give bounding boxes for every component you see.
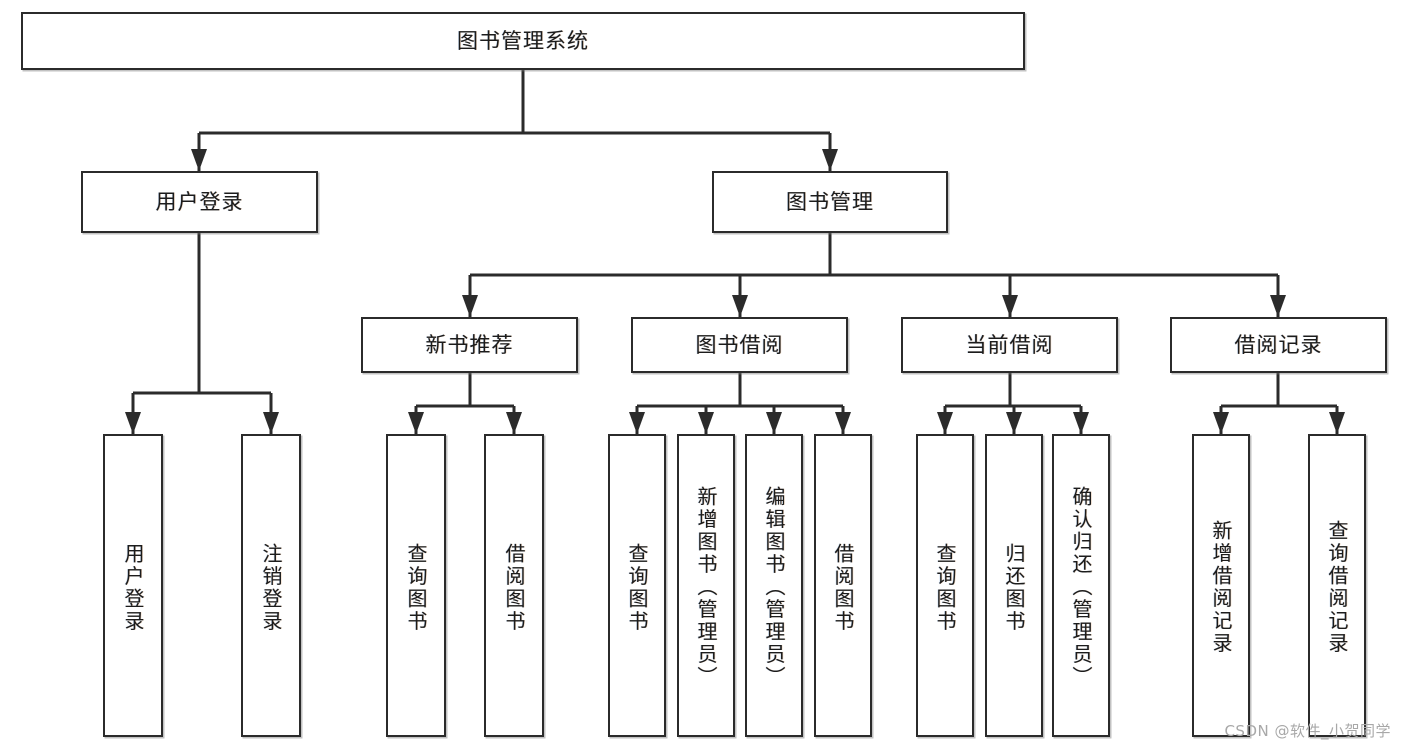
node-box-book-borrow: 图书借阅 <box>631 317 848 373</box>
arrowhead-bookmgmt-to-level2-2 <box>1002 295 1018 317</box>
node-label-root: 图书管理系统 <box>457 28 589 53</box>
watermark-text: CSDN @软件_小贺同学 <box>1224 722 1391 740</box>
arrowhead-borrow-to-leaves-3 <box>835 412 851 434</box>
node-box-borrow-record: 借阅记录 <box>1170 317 1387 373</box>
arrowhead-current-to-leaves-1 <box>1006 412 1022 434</box>
node-box-new-book-recommend: 新书推荐 <box>361 317 578 373</box>
node-box-leaf-edit-book: 编辑图书（管理员） <box>745 434 803 737</box>
node-label-leaf-user-login: 用户登录 <box>121 542 145 633</box>
node-box-user-login: 用户登录 <box>81 171 318 233</box>
node-label-leaf-borrow-book-1: 借阅图书 <box>502 542 526 633</box>
node-box-leaf-user-login: 用户登录 <box>103 434 163 737</box>
arrowhead-current-to-leaves-2 <box>1073 412 1089 434</box>
node-box-current-borrow: 当前借阅 <box>901 317 1118 373</box>
arrowhead-bookmgmt-to-level2-0 <box>462 295 478 317</box>
node-label-leaf-confirm-return: 确认归还（管理员） <box>1069 486 1093 689</box>
arrowhead-userlogin-to-leaves-1 <box>263 412 279 434</box>
node-label-leaf-edit-book: 编辑图书（管理员） <box>762 486 786 689</box>
node-box-leaf-query-borrow-record: 查询借阅记录 <box>1308 434 1366 737</box>
node-label-book-management: 图书管理 <box>786 189 874 214</box>
arrowhead-borrow-to-leaves-0 <box>629 412 645 434</box>
arrowhead-userlogin-to-leaves-0 <box>125 412 141 434</box>
node-label-leaf-query-book-2: 查询图书 <box>625 542 649 633</box>
node-label-leaf-query-book-3: 查询图书 <box>933 542 957 633</box>
arrowhead-root-to-level1-0 <box>191 149 207 171</box>
node-box-leaf-borrow-book-2: 借阅图书 <box>814 434 872 737</box>
node-label-book-borrow: 图书借阅 <box>695 332 784 357</box>
node-box-leaf-return-book: 归还图书 <box>985 434 1043 737</box>
arrowhead-recommend-to-leaves-1 <box>506 412 522 434</box>
node-label-leaf-add-borrow-record: 新增借阅记录 <box>1209 520 1233 655</box>
node-label-leaf-logout: 注销登录 <box>259 542 283 633</box>
arrowhead-current-to-leaves-0 <box>937 412 953 434</box>
node-label-leaf-query-borrow-record: 查询借阅记录 <box>1325 520 1349 655</box>
arrowhead-record-to-leaves-1 <box>1329 412 1345 434</box>
arrowhead-record-to-leaves-0 <box>1213 412 1229 434</box>
arrowhead-bookmgmt-to-level2-1 <box>732 295 748 317</box>
node-label-new-book-recommend: 新书推荐 <box>425 332 514 357</box>
node-label-leaf-return-book: 归还图书 <box>1002 542 1026 633</box>
node-box-leaf-logout: 注销登录 <box>241 434 301 737</box>
node-box-leaf-borrow-book-1: 借阅图书 <box>484 434 544 737</box>
arrowhead-root-to-level1-1 <box>822 149 838 171</box>
node-label-borrow-record: 借阅记录 <box>1234 332 1323 357</box>
arrowhead-bookmgmt-to-level2-3 <box>1270 295 1286 317</box>
node-label-leaf-query-book-1: 查询图书 <box>404 542 428 633</box>
node-label-user-login: 用户登录 <box>155 189 244 214</box>
node-box-leaf-query-book-2: 查询图书 <box>608 434 666 737</box>
arrowhead-recommend-to-leaves-0 <box>408 412 424 434</box>
node-box-book-management: 图书管理 <box>712 171 948 233</box>
node-box-leaf-confirm-return: 确认归还（管理员） <box>1052 434 1110 737</box>
node-label-current-borrow: 当前借阅 <box>965 332 1054 357</box>
node-box-root: 图书管理系统 <box>21 12 1025 70</box>
node-box-leaf-add-book: 新增图书（管理员） <box>677 434 735 737</box>
arrowhead-borrow-to-leaves-2 <box>766 412 782 434</box>
node-box-leaf-query-book-1: 查询图书 <box>386 434 446 737</box>
node-label-leaf-add-book: 新增图书（管理员） <box>694 486 718 689</box>
node-box-leaf-query-book-3: 查询图书 <box>916 434 974 737</box>
arrowhead-borrow-to-leaves-1 <box>698 412 714 434</box>
node-label-leaf-borrow-book-2: 借阅图书 <box>831 542 855 633</box>
node-box-leaf-add-borrow-record: 新增借阅记录 <box>1192 434 1250 737</box>
